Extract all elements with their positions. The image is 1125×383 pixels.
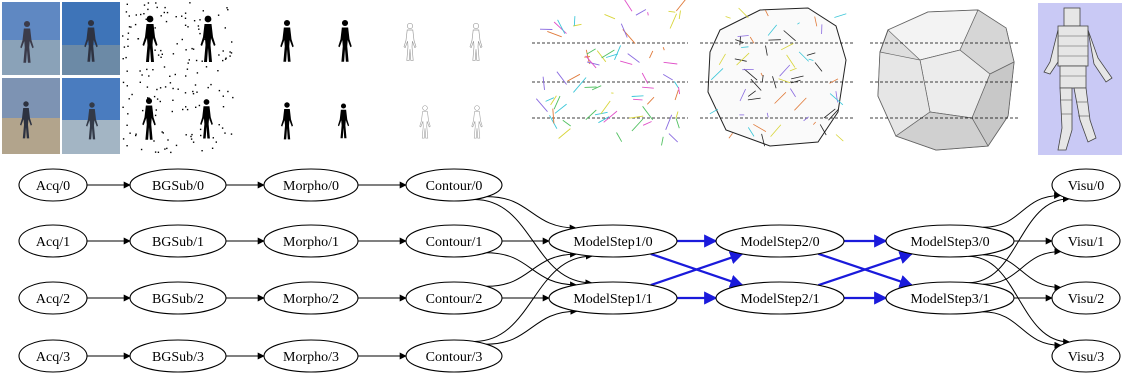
graph-edges [87, 185, 1070, 356]
node-morpho-2: Morpho/2 [264, 282, 358, 314]
polyhedral-mesh-icon [700, 8, 855, 146]
node-label: Contour/1 [426, 235, 483, 250]
node-morpho-3: Morpho/3 [264, 340, 358, 372]
edge-model31-visu3 [982, 312, 1060, 346]
node-bgsub-3: BGSub/3 [130, 340, 226, 372]
edge-model31-visu1 [983, 252, 1061, 285]
node-label: Visu/0 [1068, 179, 1105, 194]
node-label: Acq/1 [36, 235, 70, 250]
node-acq-2: Acq/2 [19, 282, 87, 314]
node-bgsub-1: BGSub/1 [130, 225, 226, 257]
node-modelstep3-1: ModelStep3/1 [886, 282, 1014, 314]
node-visu-0: Visu/0 [1052, 169, 1120, 201]
node-label: ModelStep3/1 [910, 292, 989, 307]
camera-photos-icon [2, 2, 120, 154]
edge-contour0-model10 [487, 197, 576, 228]
node-acq-0: Acq/0 [19, 169, 87, 201]
node-label: ModelStep1/1 [573, 292, 652, 307]
node-modelstep1-1: ModelStep1/1 [549, 282, 677, 314]
node-visu-1: Visu/1 [1052, 225, 1120, 257]
node-modelstep3-0: ModelStep3/0 [886, 225, 1014, 257]
shaded-hull-icon [870, 10, 1018, 150]
node-acq-3: Acq/3 [19, 340, 87, 372]
node-label: Morpho/1 [283, 235, 339, 250]
node-label: Morpho/0 [283, 179, 339, 194]
node-acq-1: Acq/1 [19, 225, 87, 257]
node-modelstep2-0: ModelStep2/0 [716, 225, 844, 257]
node-label: Contour/2 [426, 292, 483, 307]
node-bgsub-0: BGSub/0 [130, 169, 226, 201]
node-label: ModelStep1/0 [573, 235, 652, 250]
node-visu-3: Visu/3 [1052, 340, 1120, 372]
node-label: Visu/2 [1068, 292, 1105, 307]
node-label: Contour/0 [426, 179, 483, 194]
node-label: Visu/3 [1068, 350, 1105, 365]
edge-contour2-model10 [487, 254, 577, 286]
edge-model30-visu2 [983, 255, 1061, 288]
node-contour-3: Contour/3 [406, 340, 502, 372]
node-label: ModelStep2/0 [740, 235, 819, 250]
node-label: Contour/3 [426, 350, 483, 365]
node-label: BGSub/0 [152, 179, 204, 194]
edge-model30-visu0 [983, 196, 1060, 228]
rendered-3d-figure-icon [1038, 3, 1122, 155]
node-label: Acq/3 [36, 350, 70, 365]
node-visu-2: Visu/2 [1052, 282, 1120, 314]
edge-contour3-model11 [486, 311, 576, 344]
node-bgsub-2: BGSub/2 [130, 282, 226, 314]
node-morpho-1: Morpho/1 [264, 225, 358, 257]
node-label: Acq/2 [36, 292, 70, 307]
node-label: BGSub/2 [152, 292, 204, 307]
node-label: BGSub/3 [152, 350, 204, 365]
polygon-slices-icon [532, 0, 688, 145]
node-modelstep2-1: ModelStep2/1 [716, 282, 844, 314]
node-label: Morpho/2 [283, 292, 339, 307]
node-label: ModelStep2/1 [740, 292, 819, 307]
node-contour-1: Contour/1 [406, 225, 502, 257]
node-contour-0: Contour/0 [406, 169, 502, 201]
clean-silhouettes-icon [280, 20, 352, 139]
node-label: Morpho/3 [283, 350, 339, 365]
node-label: Visu/1 [1068, 235, 1105, 250]
noisy-silhouettes-icon [122, 2, 234, 153]
contour-outlines-icon [404, 23, 482, 138]
node-morpho-0: Morpho/0 [264, 169, 358, 201]
edge-contour1-model11 [487, 253, 577, 285]
node-contour-2: Contour/2 [406, 282, 502, 314]
node-modelstep1-0: ModelStep1/0 [549, 225, 677, 257]
node-label: ModelStep3/0 [910, 235, 989, 250]
node-label: Acq/0 [36, 179, 70, 194]
node-label: BGSub/1 [152, 235, 204, 250]
